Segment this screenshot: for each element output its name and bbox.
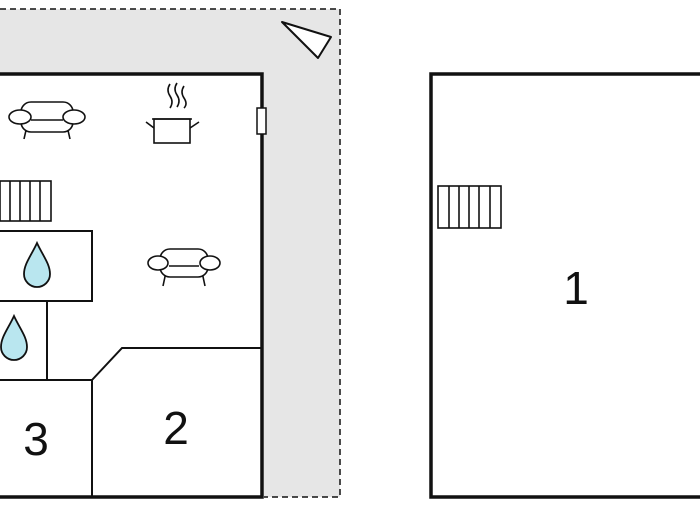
terrace-fill — [0, 9, 340, 497]
terrace — [0, 8, 341, 498]
room-2-walls — [91, 347, 262, 381]
room-label-1: 1 — [563, 262, 589, 314]
room-label-3: 3 — [23, 413, 49, 465]
left-building: 3 2 — [0, 72, 267, 499]
right-building: 1 — [429, 72, 700, 499]
water-drop-icon — [23, 240, 51, 288]
door-icon — [256, 107, 267, 135]
room-label-2: 2 — [163, 402, 189, 454]
radiator-icon — [0, 180, 52, 222]
compass-arrow-icon — [281, 21, 332, 59]
sofa-icon — [8, 101, 86, 140]
water-drop-icon — [0, 313, 28, 361]
terrace-dashed-border — [0, 8, 341, 498]
sofa-icon — [147, 248, 221, 287]
radiator-icon — [437, 185, 502, 229]
right-building-walls — [429, 72, 700, 499]
cooking-pot-icon — [145, 82, 200, 144]
